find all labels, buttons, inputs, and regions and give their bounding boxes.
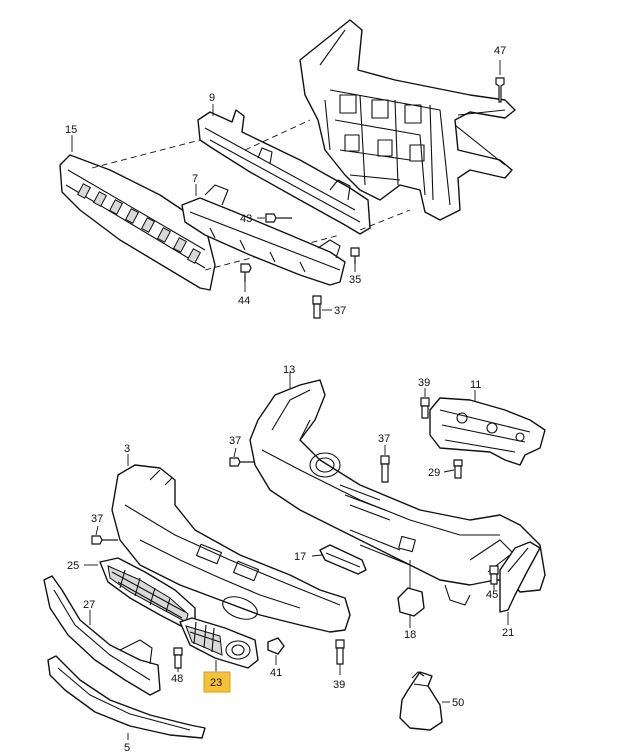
bumper-trim-part: [111, 464, 351, 633]
spoiler-27-part: [43, 575, 161, 696]
callout-47: 47: [494, 45, 506, 57]
absorber-cells: [76, 183, 202, 264]
cap-41-part: [267, 637, 285, 655]
bracket-11-part: [429, 397, 546, 466]
fog-grille-23-part: [179, 617, 259, 669]
bolt-37-mid-left-icon: [229, 457, 254, 467]
callout-41: 41: [270, 667, 282, 679]
bolt-43-icon: [265, 213, 292, 223]
bumper-cover-part: [249, 379, 546, 606]
callout-37-top: 37: [334, 305, 346, 317]
callout-11: 11: [470, 379, 481, 391]
callout-3: 3: [124, 443, 130, 455]
callout-21: 21: [502, 627, 514, 639]
bolt-47-icon: [495, 77, 505, 103]
callout-15: 15: [65, 124, 77, 136]
bolt-35-icon: [350, 247, 360, 264]
callout-7: 7: [192, 173, 198, 185]
callout-23-highlight: 23: [203, 671, 231, 693]
strip-21-part: [499, 541, 541, 613]
lower-crossmember-part: [181, 184, 346, 286]
callout-23: 23: [210, 677, 222, 689]
energy-absorber-part: [59, 154, 216, 291]
bolt-37-mid-right-icon: [380, 455, 390, 483]
callout-17: 17: [294, 551, 306, 563]
callout-13: 13: [283, 364, 295, 376]
bolt-29-icon: [453, 459, 463, 479]
lower-lip-5-part: [47, 655, 206, 739]
bolt-37-top-icon: [312, 295, 322, 319]
bolt-39-right-icon: [420, 397, 430, 419]
callout-48: 48: [171, 673, 183, 685]
parts-bag-50-icon: [399, 671, 443, 731]
grille-25-part: [99, 557, 196, 629]
callout-25: 25: [67, 560, 79, 572]
callout-39-right: 39: [418, 377, 430, 389]
bolt-37-left-icon: [91, 535, 118, 545]
trim-strip-17-part: [319, 544, 367, 575]
callout-35: 35: [349, 274, 361, 286]
callout-39-bottom: 39: [333, 679, 345, 691]
callout-37-mid-left: 37: [229, 435, 241, 447]
bolt-44-icon: [240, 263, 252, 282]
tow-hook-cap-18-part: [397, 587, 425, 617]
callout-37-left: 37: [91, 513, 103, 525]
bolt-45-icon: [489, 565, 499, 585]
callout-50: 50: [452, 697, 464, 709]
bolt-39-bottom-icon: [335, 639, 345, 665]
callout-9: 9: [209, 92, 215, 104]
callout-5: 5: [124, 742, 130, 754]
callout-29: 29: [428, 467, 440, 479]
front-carrier-part: [299, 19, 516, 221]
callout-27: 27: [83, 599, 95, 611]
callout-43: 43: [240, 213, 252, 225]
callout-44: 44: [238, 295, 250, 307]
reinforcement-bar-part: [197, 109, 371, 235]
callout-37-mid-right: 37: [378, 433, 390, 445]
callout-45: 45: [486, 589, 498, 601]
bolt-48-icon: [173, 647, 183, 669]
highlight-box: [203, 671, 231, 693]
callout-18: 18: [404, 629, 416, 641]
